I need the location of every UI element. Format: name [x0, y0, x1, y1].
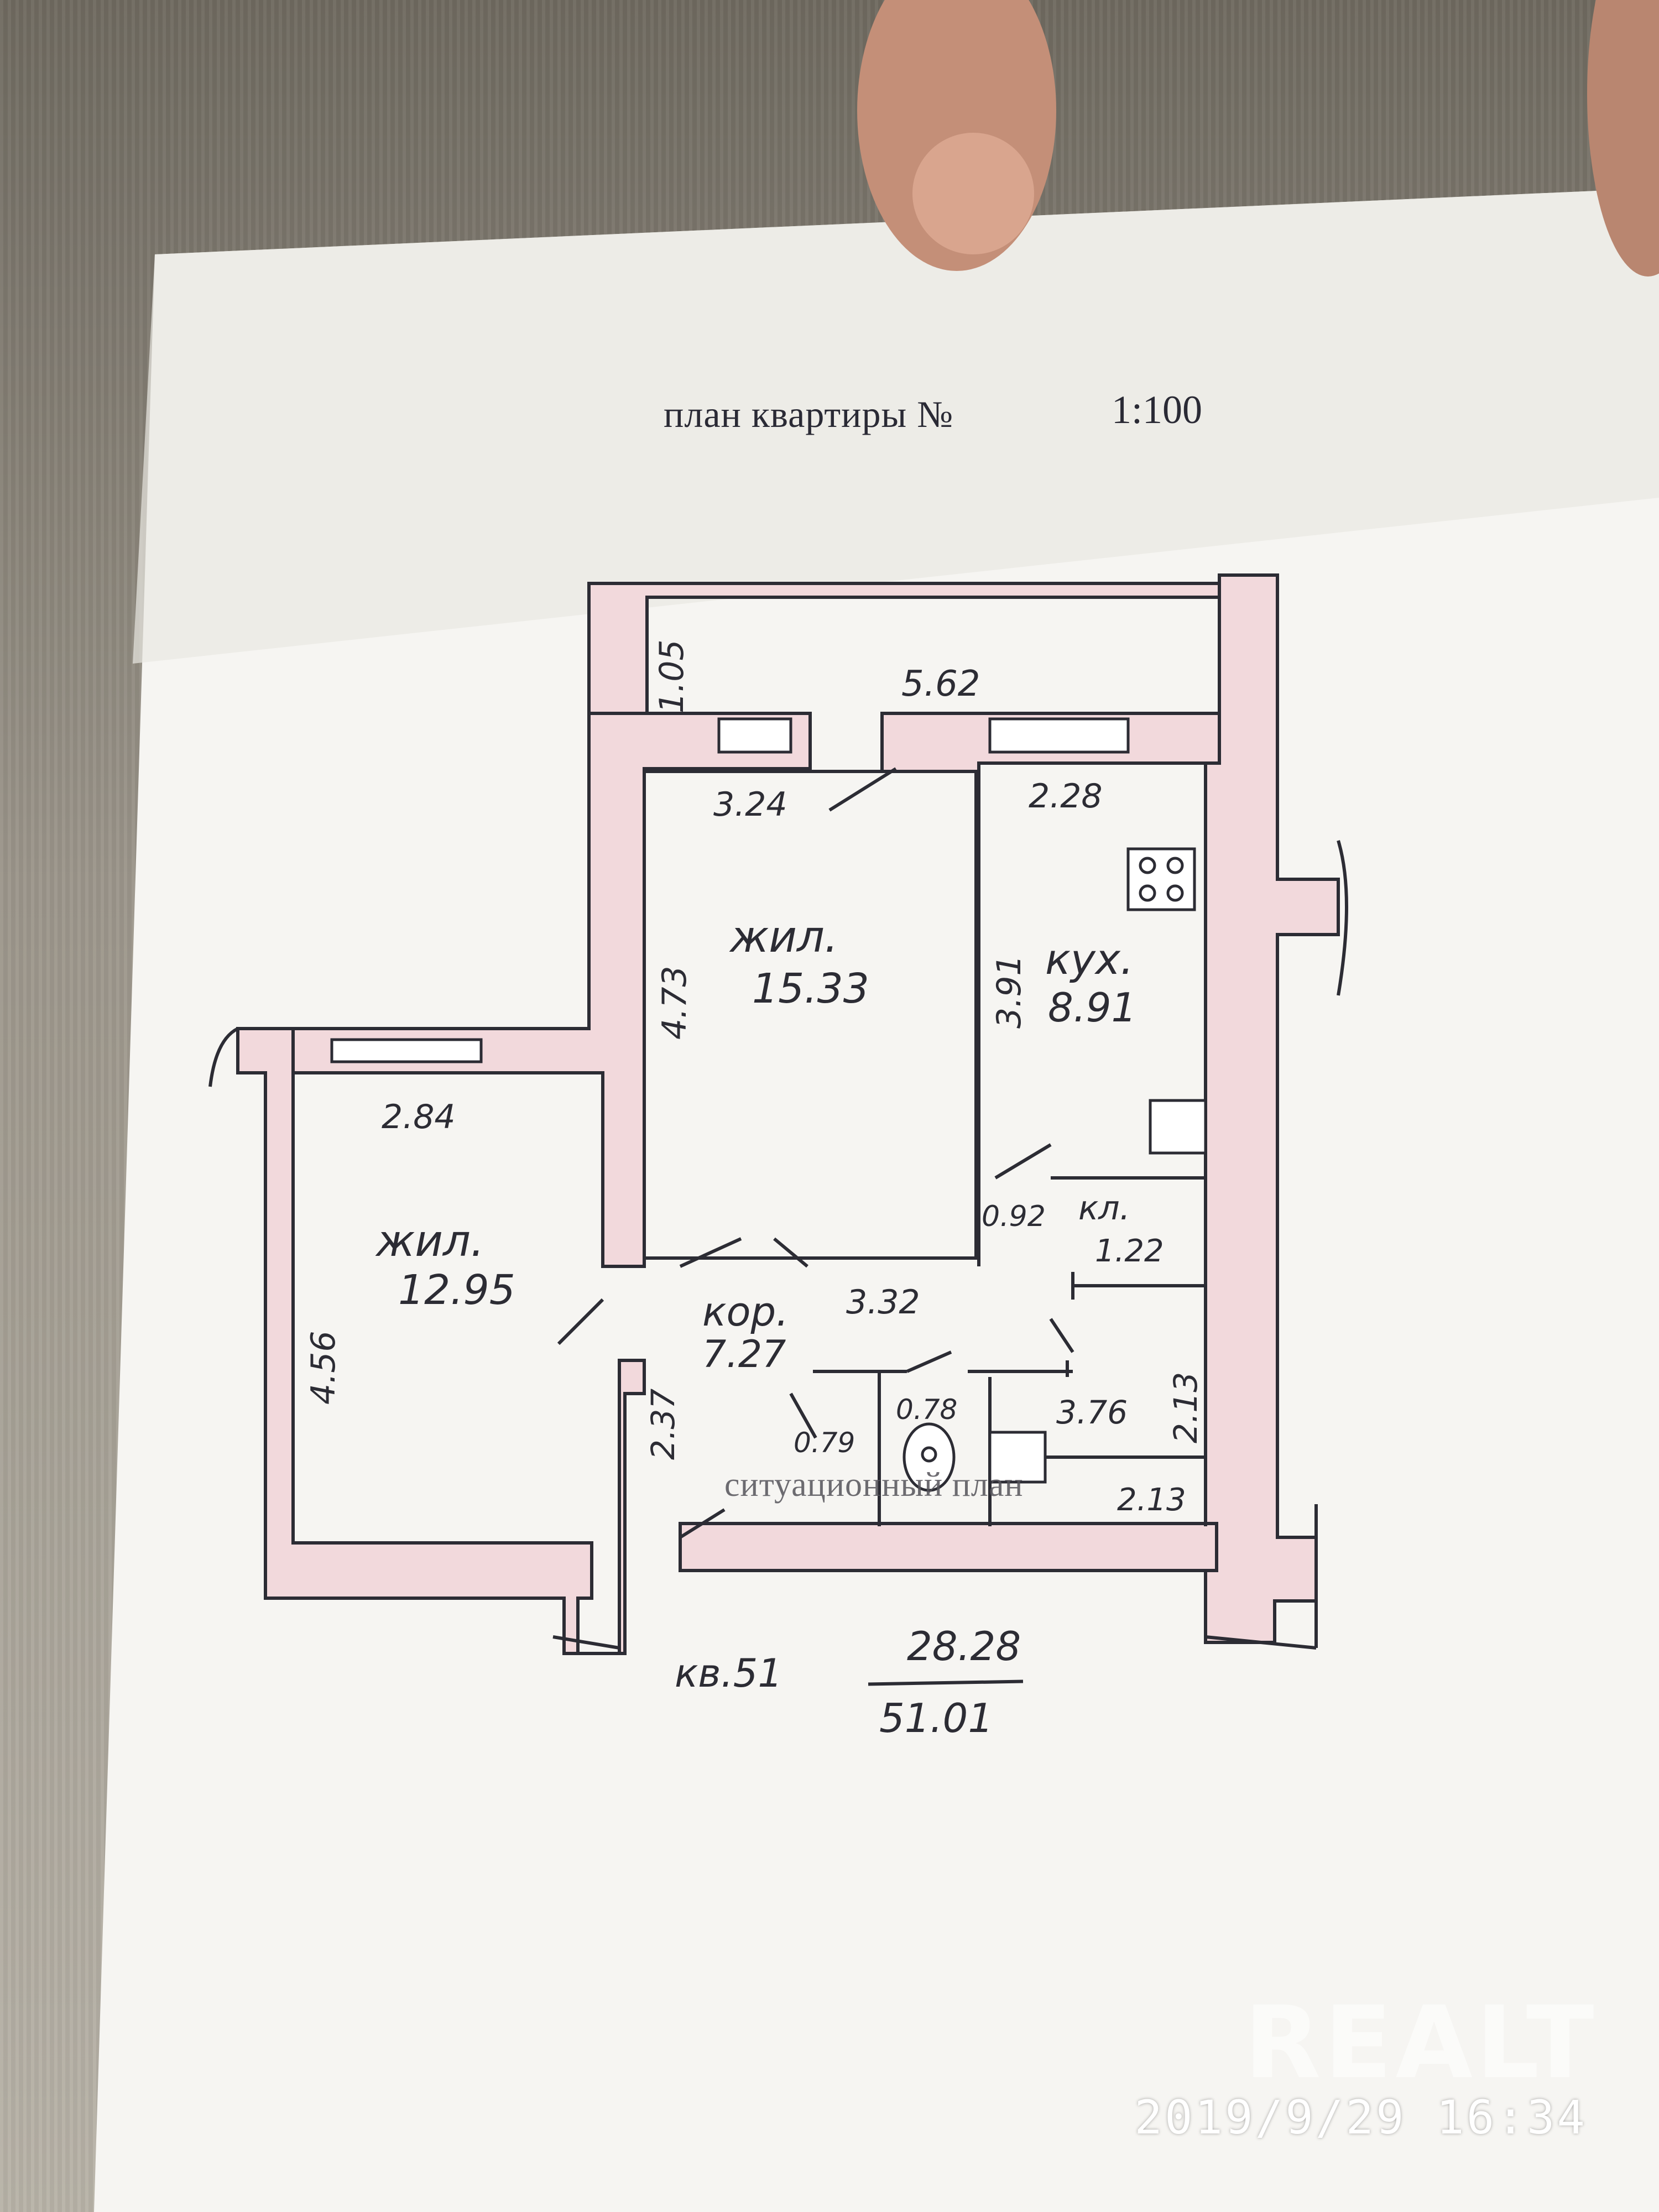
document-title: план квартиры №	[664, 393, 954, 435]
apartment-number: кв.51	[675, 1651, 782, 1696]
dim-pantry-width: 0.92	[982, 1200, 1046, 1233]
door-swing-5	[906, 1350, 952, 1373]
dim-right-height: 2.13	[1167, 1371, 1204, 1443]
room-label-kitchen: кух.	[1045, 935, 1134, 984]
window-markers	[330, 717, 1130, 1063]
left-room-wall	[236, 1027, 646, 1655]
room-label-pantry: кл.	[1078, 1189, 1130, 1228]
stove-icon	[1126, 847, 1196, 911]
thumb-nail	[912, 133, 1034, 254]
door-swing-8	[994, 1143, 1052, 1180]
room-area-left: 12.95	[398, 1266, 515, 1314]
leader-3-24	[828, 767, 897, 812]
stove-burner-1	[1139, 857, 1156, 874]
dim-left-room-length: 4.56	[304, 1331, 343, 1405]
realt-watermark: REALT	[1244, 1985, 1598, 2101]
bottom-wall	[679, 1522, 1218, 1572]
right-edge-line	[1337, 840, 1348, 996]
dim-bottom-width: 2.13	[1117, 1482, 1186, 1518]
living-area-total: 28.28	[907, 1623, 1021, 1670]
room-label-bedroom: жил.	[730, 912, 838, 962]
bottom-edge-line	[552, 1635, 1317, 1650]
document-scale: 1:100	[1112, 388, 1203, 432]
boiler-icon	[988, 1431, 1047, 1484]
stove-burner-4	[1166, 884, 1184, 902]
photo-timestamp: 2019/9/29 16:34	[1134, 2090, 1587, 2145]
dim-bath-width: 0.78	[896, 1394, 958, 1426]
stove-burner-3	[1139, 884, 1156, 902]
window-left	[330, 1038, 483, 1063]
overlay-stamp: ситуационный план	[724, 1466, 1024, 1504]
room-area-corridor: 7.27	[702, 1333, 786, 1376]
door-swing-6	[789, 1392, 817, 1439]
room-area-bedroom: 15.33	[752, 965, 869, 1013]
fixtures	[902, 847, 1207, 1492]
dim-kitchen-length: 3.91	[990, 954, 1029, 1029]
room-area-pantry: 1.22	[1095, 1233, 1164, 1269]
window-bedroom	[717, 717, 792, 754]
upper-interior-wall	[236, 712, 812, 1268]
room-label-left: жил.	[376, 1217, 484, 1266]
heater-icon	[1149, 1099, 1207, 1155]
dim-balcony-length: 5.62	[901, 664, 980, 705]
stove-burner-2	[1166, 857, 1184, 874]
door-swing-1	[679, 1237, 742, 1268]
left-edge-line	[208, 1027, 239, 1087]
dim-corridor-width: 2.37	[644, 1388, 682, 1460]
dim-kitchen-width: 2.28	[1029, 777, 1103, 816]
dim-left-room-width: 2.84	[382, 1098, 456, 1136]
toilet-bowl-icon	[921, 1446, 937, 1463]
door-swing-7	[1049, 1318, 1074, 1353]
bedroom-outline	[643, 770, 978, 1260]
dim-balcony-depth: 1.05	[653, 639, 691, 713]
dim-bath-length: 3.76	[1056, 1394, 1128, 1431]
room-label-corridor: кор.	[702, 1288, 789, 1335]
door-swing-3	[557, 1298, 604, 1345]
door-swing-4	[679, 1508, 726, 1539]
dim-corridor-length: 3.32	[846, 1283, 920, 1322]
window-kitchen	[988, 717, 1130, 754]
total-area: 51.01	[879, 1695, 994, 1741]
dim-wc-width: 0.79	[794, 1427, 855, 1459]
paper-shadow	[133, 188, 1659, 664]
dim-bedroom-length: 4.73	[655, 966, 694, 1040]
interior-lines	[208, 767, 1348, 1650]
door-swing-2	[773, 1237, 808, 1268]
finger-right	[1587, 0, 1659, 276]
room-area-kitchen: 8.91	[1048, 984, 1137, 1031]
dim-bedroom-width: 3.24	[713, 785, 787, 824]
